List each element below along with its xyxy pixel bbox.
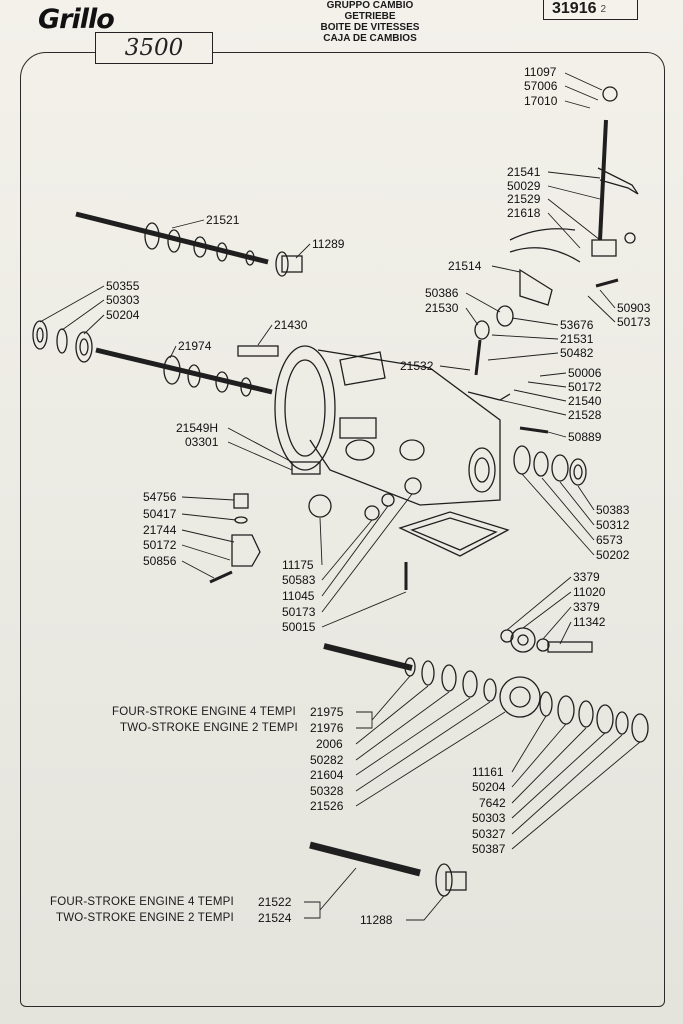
part-label-11342: 11342: [573, 615, 606, 629]
part-label-50303-bottom: 50303: [472, 811, 506, 825]
part-label-21549H: 21549H: [176, 421, 219, 435]
part-label-50387: 50387: [472, 842, 506, 856]
part-label-6573: 6573: [596, 533, 623, 547]
part-label-3379-a: 3379: [573, 570, 600, 584]
part-label-03301: 03301: [185, 435, 219, 449]
engine-note-two-stroke-b: TWO-STROKE ENGINE 2 TEMPI: [56, 912, 234, 924]
part-label-50173-mid: 50173: [282, 605, 316, 619]
engine-note-two-stroke-a: TWO-STROKE ENGINE 2 TEMPI: [120, 722, 298, 734]
part-label-11288: 11288: [360, 913, 393, 927]
part-label-21618: 21618: [507, 206, 541, 220]
shift-lever-assembly: [467, 86, 639, 434]
part-label-21976: 21976: [310, 721, 344, 735]
part-label-3379-b: 3379: [573, 600, 600, 614]
part-label-50386: 50386: [425, 286, 459, 300]
part-label-50355: 50355: [106, 279, 140, 293]
part-label-21604: 21604: [310, 768, 344, 782]
part-label-21540: 21540: [568, 394, 602, 408]
drawing-frame: [20, 52, 665, 1007]
document-number: 31916: [552, 0, 597, 17]
part-label-50417: 50417: [143, 507, 177, 521]
part-label-50312: 50312: [596, 518, 630, 532]
part-label-50172-left: 50172: [143, 538, 177, 552]
part-label-21531: 21531: [560, 332, 594, 346]
title-de: GETRIEBE: [344, 11, 396, 22]
pin-21430: [237, 345, 279, 357]
part-label-21522: 21522: [258, 895, 292, 909]
part-label-53676: 53676: [560, 318, 594, 332]
part-label-54756: 54756: [143, 490, 177, 504]
part-label-50327: 50327: [472, 827, 506, 841]
brand-logo: Grillo: [38, 4, 115, 35]
part-label-50328: 50328: [310, 784, 344, 798]
part-label-11175: 11175: [282, 558, 314, 572]
part-label-50006: 50006: [568, 366, 602, 380]
part-label-21521: 21521: [206, 213, 240, 227]
part-label-50204-bottom: 50204: [472, 780, 506, 794]
part-label-21529: 21529: [507, 192, 541, 206]
mainshaft-21975: [323, 643, 649, 743]
part-label-11045: 11045: [282, 589, 315, 603]
part-label-50204-top: 50204: [106, 308, 140, 322]
part-label-21528: 21528: [568, 408, 602, 422]
gearbox-housing: [274, 345, 501, 506]
part-label-50383: 50383: [596, 503, 630, 517]
part-label-50015: 50015: [282, 620, 316, 634]
shaft-21974: [95, 347, 273, 397]
part-label-50202: 50202: [596, 548, 630, 562]
plate-21549H: [291, 461, 321, 475]
part-label-21530: 21530: [425, 301, 459, 315]
plug-assembly-54756: [209, 493, 261, 584]
part-label-11097: 11097: [524, 65, 557, 79]
part-label-50903: 50903: [617, 301, 651, 315]
leader-lines: [39, 72, 641, 921]
gasket-50015: [398, 511, 510, 557]
part-label-50856: 50856: [143, 554, 177, 568]
part-label-50583: 50583: [282, 573, 316, 587]
shaft-21522: [309, 841, 467, 897]
title-fr: BOITE DE VITESSES: [320, 22, 420, 33]
bearing-set-50383: [513, 445, 587, 486]
part-label-50482: 50482: [560, 346, 594, 360]
model-label-box: 3500: [95, 32, 213, 64]
part-label-50303-top: 50303: [106, 293, 140, 307]
part-label-21524: 21524: [258, 911, 292, 925]
title-it: GRUPPO CAMBIO: [326, 0, 414, 11]
model-number: 3500: [124, 35, 184, 61]
part-label-7642: 7642: [479, 796, 506, 810]
part-label-57006: 57006: [524, 79, 558, 93]
nut-50583: [364, 505, 380, 521]
shaft-21521: [75, 211, 269, 266]
engine-note-four-stroke-b: FOUR-STROKE ENGINE 4 TEMPI: [50, 896, 234, 908]
part-label-2006: 2006: [316, 737, 343, 751]
part-label-11020: 11020: [573, 585, 606, 599]
bearing-set-50355: [32, 320, 93, 363]
part-label-21541: 21541: [507, 165, 541, 179]
part-label-50889: 50889: [568, 430, 602, 444]
part-label-11289: 11289: [312, 237, 345, 251]
title-es: CAJA DE CAMBIOS: [323, 33, 417, 44]
section-titles: GRUPPO CAMBIO GETRIEBE BOITE DE VITESSES…: [300, 0, 440, 44]
part-label-21532: 21532: [400, 359, 434, 373]
part-label-21514: 21514: [448, 259, 482, 273]
document-sheet: 2: [600, 3, 607, 15]
cover-11175: [308, 494, 332, 518]
idler-gear-assembly: [500, 627, 593, 653]
part-label-50029: 50029: [507, 179, 541, 193]
part-label-21975: 21975: [310, 705, 344, 719]
bushing-11289: [275, 251, 303, 277]
part-label-50173-top: 50173: [617, 315, 651, 329]
part-label-21974: 21974: [178, 339, 212, 353]
part-label-21430: 21430: [274, 318, 308, 332]
part-label-50282: 50282: [310, 753, 344, 767]
part-label-21744: 21744: [143, 523, 177, 537]
part-label-50172-top: 50172: [568, 380, 602, 394]
part-label-21526: 21526: [310, 799, 344, 813]
part-label-17010: 17010: [524, 94, 558, 108]
document-number-box: 31916 2: [543, 0, 638, 20]
engine-note-four-stroke-a: FOUR-STROKE ENGINE 4 TEMPI: [112, 706, 296, 718]
part-label-11161: 11161: [472, 765, 504, 779]
